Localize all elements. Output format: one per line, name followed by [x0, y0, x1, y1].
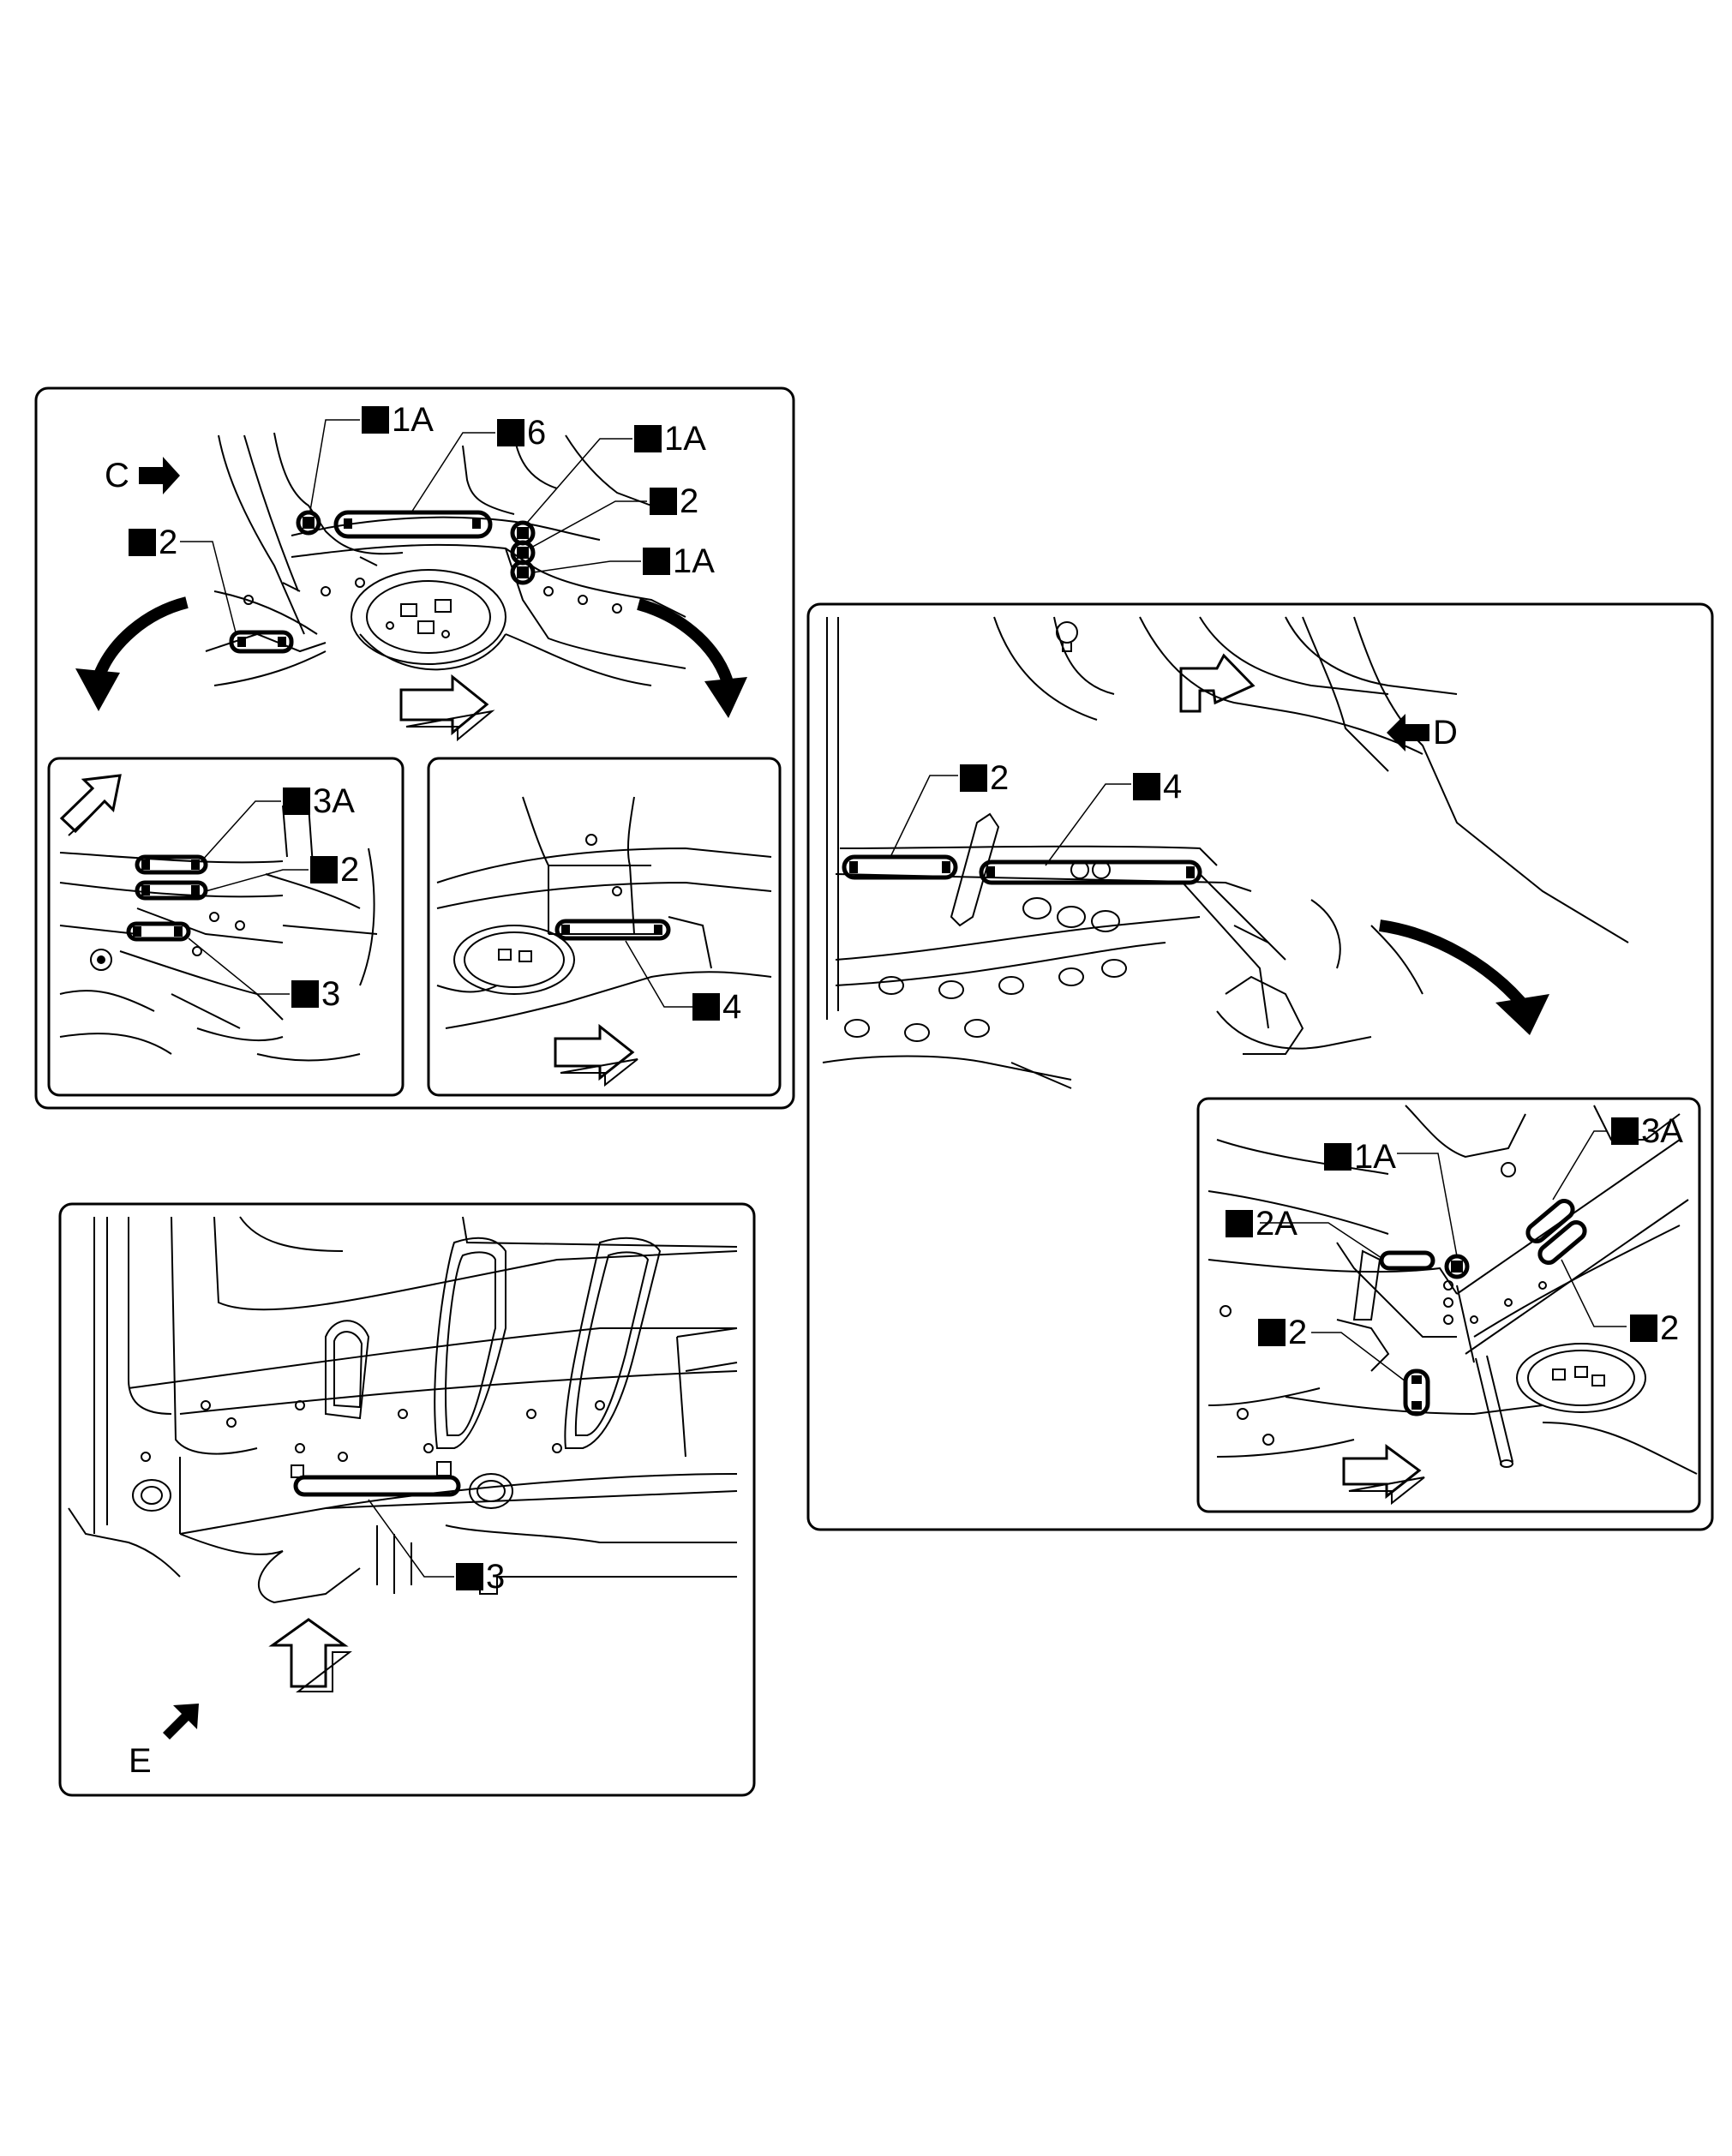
part-label: 6 [497, 416, 546, 450]
part-label: 3A [283, 784, 355, 818]
part-marker-icon [1133, 773, 1160, 800]
part-label: 3 [456, 1560, 505, 1594]
part-marker-icon [692, 993, 720, 1021]
part-marker-icon [310, 856, 338, 883]
part-label: 1A [362, 403, 434, 437]
part-label: 2 [650, 484, 698, 518]
part-label: 4 [692, 990, 741, 1024]
part-label: 1A [643, 544, 715, 578]
part-marker-icon [650, 488, 677, 515]
part-label: 1A [1324, 1140, 1396, 1174]
panel-top-left [34, 386, 795, 1110]
part-marker-icon [283, 788, 310, 815]
part-marker-icon [497, 419, 524, 446]
part-marker-icon [1630, 1315, 1657, 1342]
part-marker-icon [1226, 1210, 1253, 1237]
part-label: 3A [1611, 1114, 1683, 1148]
part-label: 2A [1226, 1207, 1298, 1241]
part-label: 2 [129, 525, 177, 560]
part-marker-icon [1324, 1143, 1351, 1171]
part-marker-icon [456, 1563, 483, 1590]
part-marker-icon [960, 764, 987, 792]
part-label: 1A [634, 422, 706, 456]
part-marker-icon [129, 529, 156, 556]
part-label: 2 [1258, 1315, 1307, 1350]
part-marker-icon [291, 980, 319, 1008]
part-label: 3 [291, 977, 340, 1011]
part-marker-icon [1258, 1319, 1286, 1346]
view-marker-d: D [1433, 714, 1458, 752]
panel-sub-left [47, 757, 405, 1097]
part-label: 2 [1630, 1311, 1679, 1345]
view-marker-e: E [129, 1742, 152, 1780]
view-marker-c: C [105, 457, 129, 494]
part-label: 2 [960, 761, 1009, 795]
panel-right [806, 602, 1714, 1531]
panel-bottom-left [58, 1202, 756, 1797]
panel-right-inset [1196, 1097, 1701, 1513]
part-marker-icon [643, 548, 670, 575]
panel-sub-right [427, 757, 782, 1097]
part-label: 2 [310, 853, 359, 887]
part-marker-icon [1611, 1117, 1639, 1145]
part-marker-icon [362, 406, 389, 434]
part-marker-icon [634, 425, 662, 452]
part-label: 4 [1133, 770, 1182, 804]
